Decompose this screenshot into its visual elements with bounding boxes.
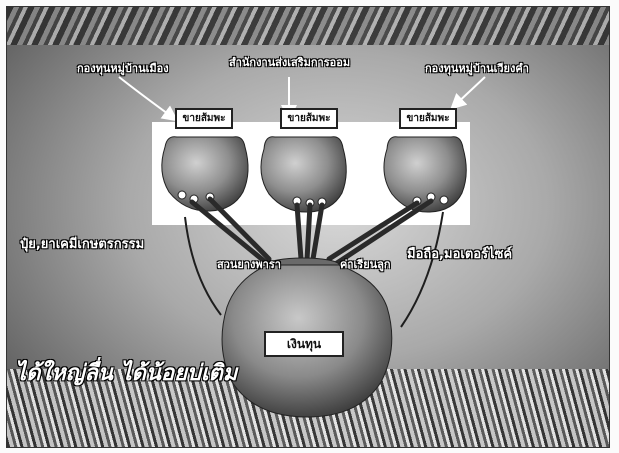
- proverb-text: ได้ใหญ่ลื่น ได้น้อยบ่เติม: [15, 355, 237, 390]
- benefit-label-right: มือถือ,มอเตอร์ไซค์: [407, 243, 512, 264]
- big-jar-label: เงินทุน: [264, 331, 344, 357]
- source-arrow-right: [453, 77, 485, 107]
- source-arrow-left: [119, 77, 175, 119]
- benefit-label-mid-left: สวนยางพารา: [217, 255, 281, 273]
- source-label-center: สำนักงานส่งเสริมการออม: [229, 53, 350, 71]
- small-jar-left: [162, 137, 248, 211]
- benefit-label-left: ปุ๋ย,ยาเคมีเกษตรกรรม: [20, 233, 144, 254]
- jar-label-right: ขายส้มพะ: [399, 108, 457, 129]
- benefit-label-mid-right: ค่าเรียนลูก: [340, 255, 391, 273]
- source-label-left: กองทุนหมู่บ้านเมือง: [77, 59, 169, 77]
- presentation-slide: กองทุนหมู่บ้านเมือง สำนักงานส่งเสริมการอ…: [6, 6, 610, 448]
- source-label-right: กองทุนหมู่บ้านเวียงคำ: [425, 59, 529, 77]
- jar-label-center: ขายส้มพะ: [280, 108, 338, 129]
- jar-label-left: ขายส้มพะ: [175, 108, 233, 129]
- small-jar-center: [261, 137, 346, 212]
- small-jar-right: [384, 137, 466, 212]
